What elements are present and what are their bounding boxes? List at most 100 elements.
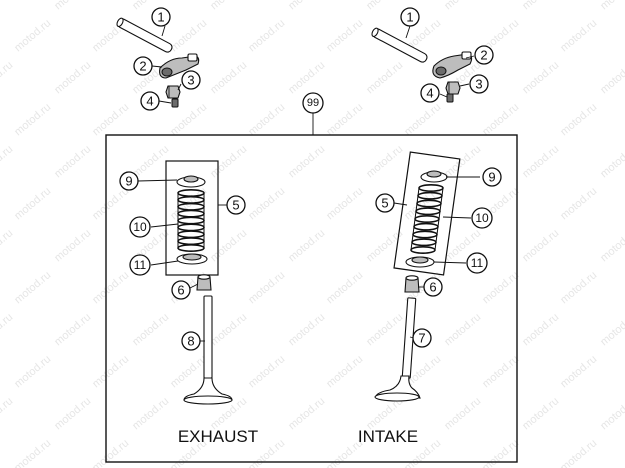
svg-text:11: 11	[471, 256, 484, 270]
svg-text:8: 8	[187, 334, 194, 349]
rocker-arm-right	[432, 51, 473, 79]
rocker-arm-left	[159, 53, 200, 79]
watermark-text: motod.ru	[52, 143, 93, 180]
watermark-text: motod.ru	[90, 437, 131, 468]
watermark-text: motod.ru	[520, 311, 561, 348]
watermark-text: motod.ru	[0, 311, 15, 348]
stem-seal-exhaust	[196, 274, 212, 291]
watermark-text: motod.ru	[130, 143, 171, 180]
watermark-text: motod.ru	[286, 395, 327, 432]
watermark-text: motod.ru	[364, 311, 405, 348]
svg-text:10: 10	[133, 220, 147, 234]
watermark-text: motod.ru	[90, 353, 131, 390]
spring-coil	[414, 215, 440, 224]
watermark-text: motod.ru	[52, 395, 93, 432]
callout-1-left: 1	[151, 7, 171, 27]
callout-11-exhaust: 11	[129, 254, 151, 276]
svg-text:99: 99	[307, 97, 319, 109]
watermark-text: motod.ru	[442, 0, 483, 12]
exhaust-valve	[183, 295, 233, 405]
watermark-text: motod.ru	[324, 17, 365, 54]
svg-text:10: 10	[475, 211, 489, 225]
watermark-text: motod.ru	[558, 353, 599, 390]
svg-text:4: 4	[146, 94, 153, 109]
watermark-text: motod.ru	[442, 311, 483, 348]
watermark-text: motod.ru	[130, 311, 171, 348]
watermark-text: motod.ru	[246, 269, 287, 306]
svg-text:1: 1	[406, 10, 413, 25]
watermark-text: motod.ru	[12, 353, 53, 390]
svg-text:11: 11	[134, 258, 147, 272]
intake-label: INTAKE	[358, 427, 418, 446]
svg-text:1: 1	[157, 10, 164, 25]
rocker-group-right	[371, 25, 475, 103]
watermark-text: motod.ru	[208, 59, 249, 96]
spring-coil	[177, 237, 205, 246]
rocker-shaft-right	[371, 27, 428, 63]
watermark-text: motod.ru	[0, 143, 15, 180]
spring-coil	[411, 238, 437, 247]
watermark-text: motod.ru	[52, 227, 93, 264]
watermark-text: motod.ru	[90, 269, 131, 306]
adjust-nut-left	[165, 85, 181, 99]
watermark-text: motod.ru	[364, 0, 405, 12]
watermark-text: motod.ru	[558, 437, 599, 468]
watermark-text: motod.ru	[324, 185, 365, 222]
callout-10-intake: 10	[471, 207, 493, 229]
intake-valve	[374, 297, 421, 402]
watermark-text: motod.ru	[442, 395, 483, 432]
callout-3-left: 3	[181, 70, 201, 90]
callout-11-intake: 11	[466, 252, 488, 274]
rocker-group-left	[116, 17, 200, 108]
watermark-text: motod.ru	[324, 353, 365, 390]
svg-text:9: 9	[488, 170, 495, 185]
adjust-screw-left	[171, 98, 179, 108]
watermark-text: motod.ru	[598, 143, 625, 180]
watermark-text: motod.ru	[286, 227, 327, 264]
watermark-text: motod.ru	[324, 101, 365, 138]
svg-text:5: 5	[232, 198, 239, 213]
watermark-text: motod.ru	[12, 185, 53, 222]
svg-text:7: 7	[418, 331, 425, 346]
watermark-text: motod.ru	[52, 0, 93, 12]
svg-text:4: 4	[426, 86, 433, 101]
watermark-text: motod.ru	[52, 311, 93, 348]
svg-text:2: 2	[480, 48, 487, 63]
callout-2-left: 2	[133, 56, 153, 76]
spring-edge	[434, 187, 444, 251]
spring-edge	[410, 187, 420, 251]
watermark-text: motod.ru	[558, 185, 599, 222]
watermark-text: motod.ru	[168, 17, 209, 54]
watermark-text: motod.ru	[0, 227, 15, 264]
watermark-text: motod.ru	[12, 17, 53, 54]
watermark-text: motod.ru	[520, 59, 561, 96]
intake-valve-assembly	[374, 151, 480, 402]
watermark-text: motod.ru	[208, 143, 249, 180]
spring-coil	[177, 223, 205, 232]
spring-coil	[177, 216, 205, 225]
assembly-frame	[105, 134, 518, 463]
watermark-text: motod.ru	[0, 0, 15, 12]
watermark-text: motod.ru	[598, 227, 625, 264]
watermark-text: motod.ru	[246, 353, 287, 390]
exhaust-label: EXHAUST	[178, 427, 258, 446]
spring-coil	[412, 230, 438, 239]
watermark-text: motod.ru	[598, 0, 625, 12]
callout-9-intake: 9	[482, 167, 502, 187]
watermark-text: motod.ru	[246, 101, 287, 138]
callout-1-right: 1	[400, 7, 420, 27]
watermark-text: motod.ru	[90, 185, 131, 222]
watermark-text: motod.ru	[286, 59, 327, 96]
svg-text:9: 9	[125, 174, 132, 189]
watermark-text: motod.ru	[480, 101, 521, 138]
watermark-text: motod.ru	[246, 185, 287, 222]
callout-6-intake: 6	[423, 277, 443, 297]
watermark-text: motod.ru	[324, 269, 365, 306]
watermark-text: motod.ru	[0, 395, 15, 432]
watermark-text: motod.ru	[286, 0, 327, 12]
callout-9-exhaust: 9	[119, 171, 139, 191]
watermark-text: motod.ru	[286, 143, 327, 180]
svg-text:6: 6	[429, 280, 436, 295]
